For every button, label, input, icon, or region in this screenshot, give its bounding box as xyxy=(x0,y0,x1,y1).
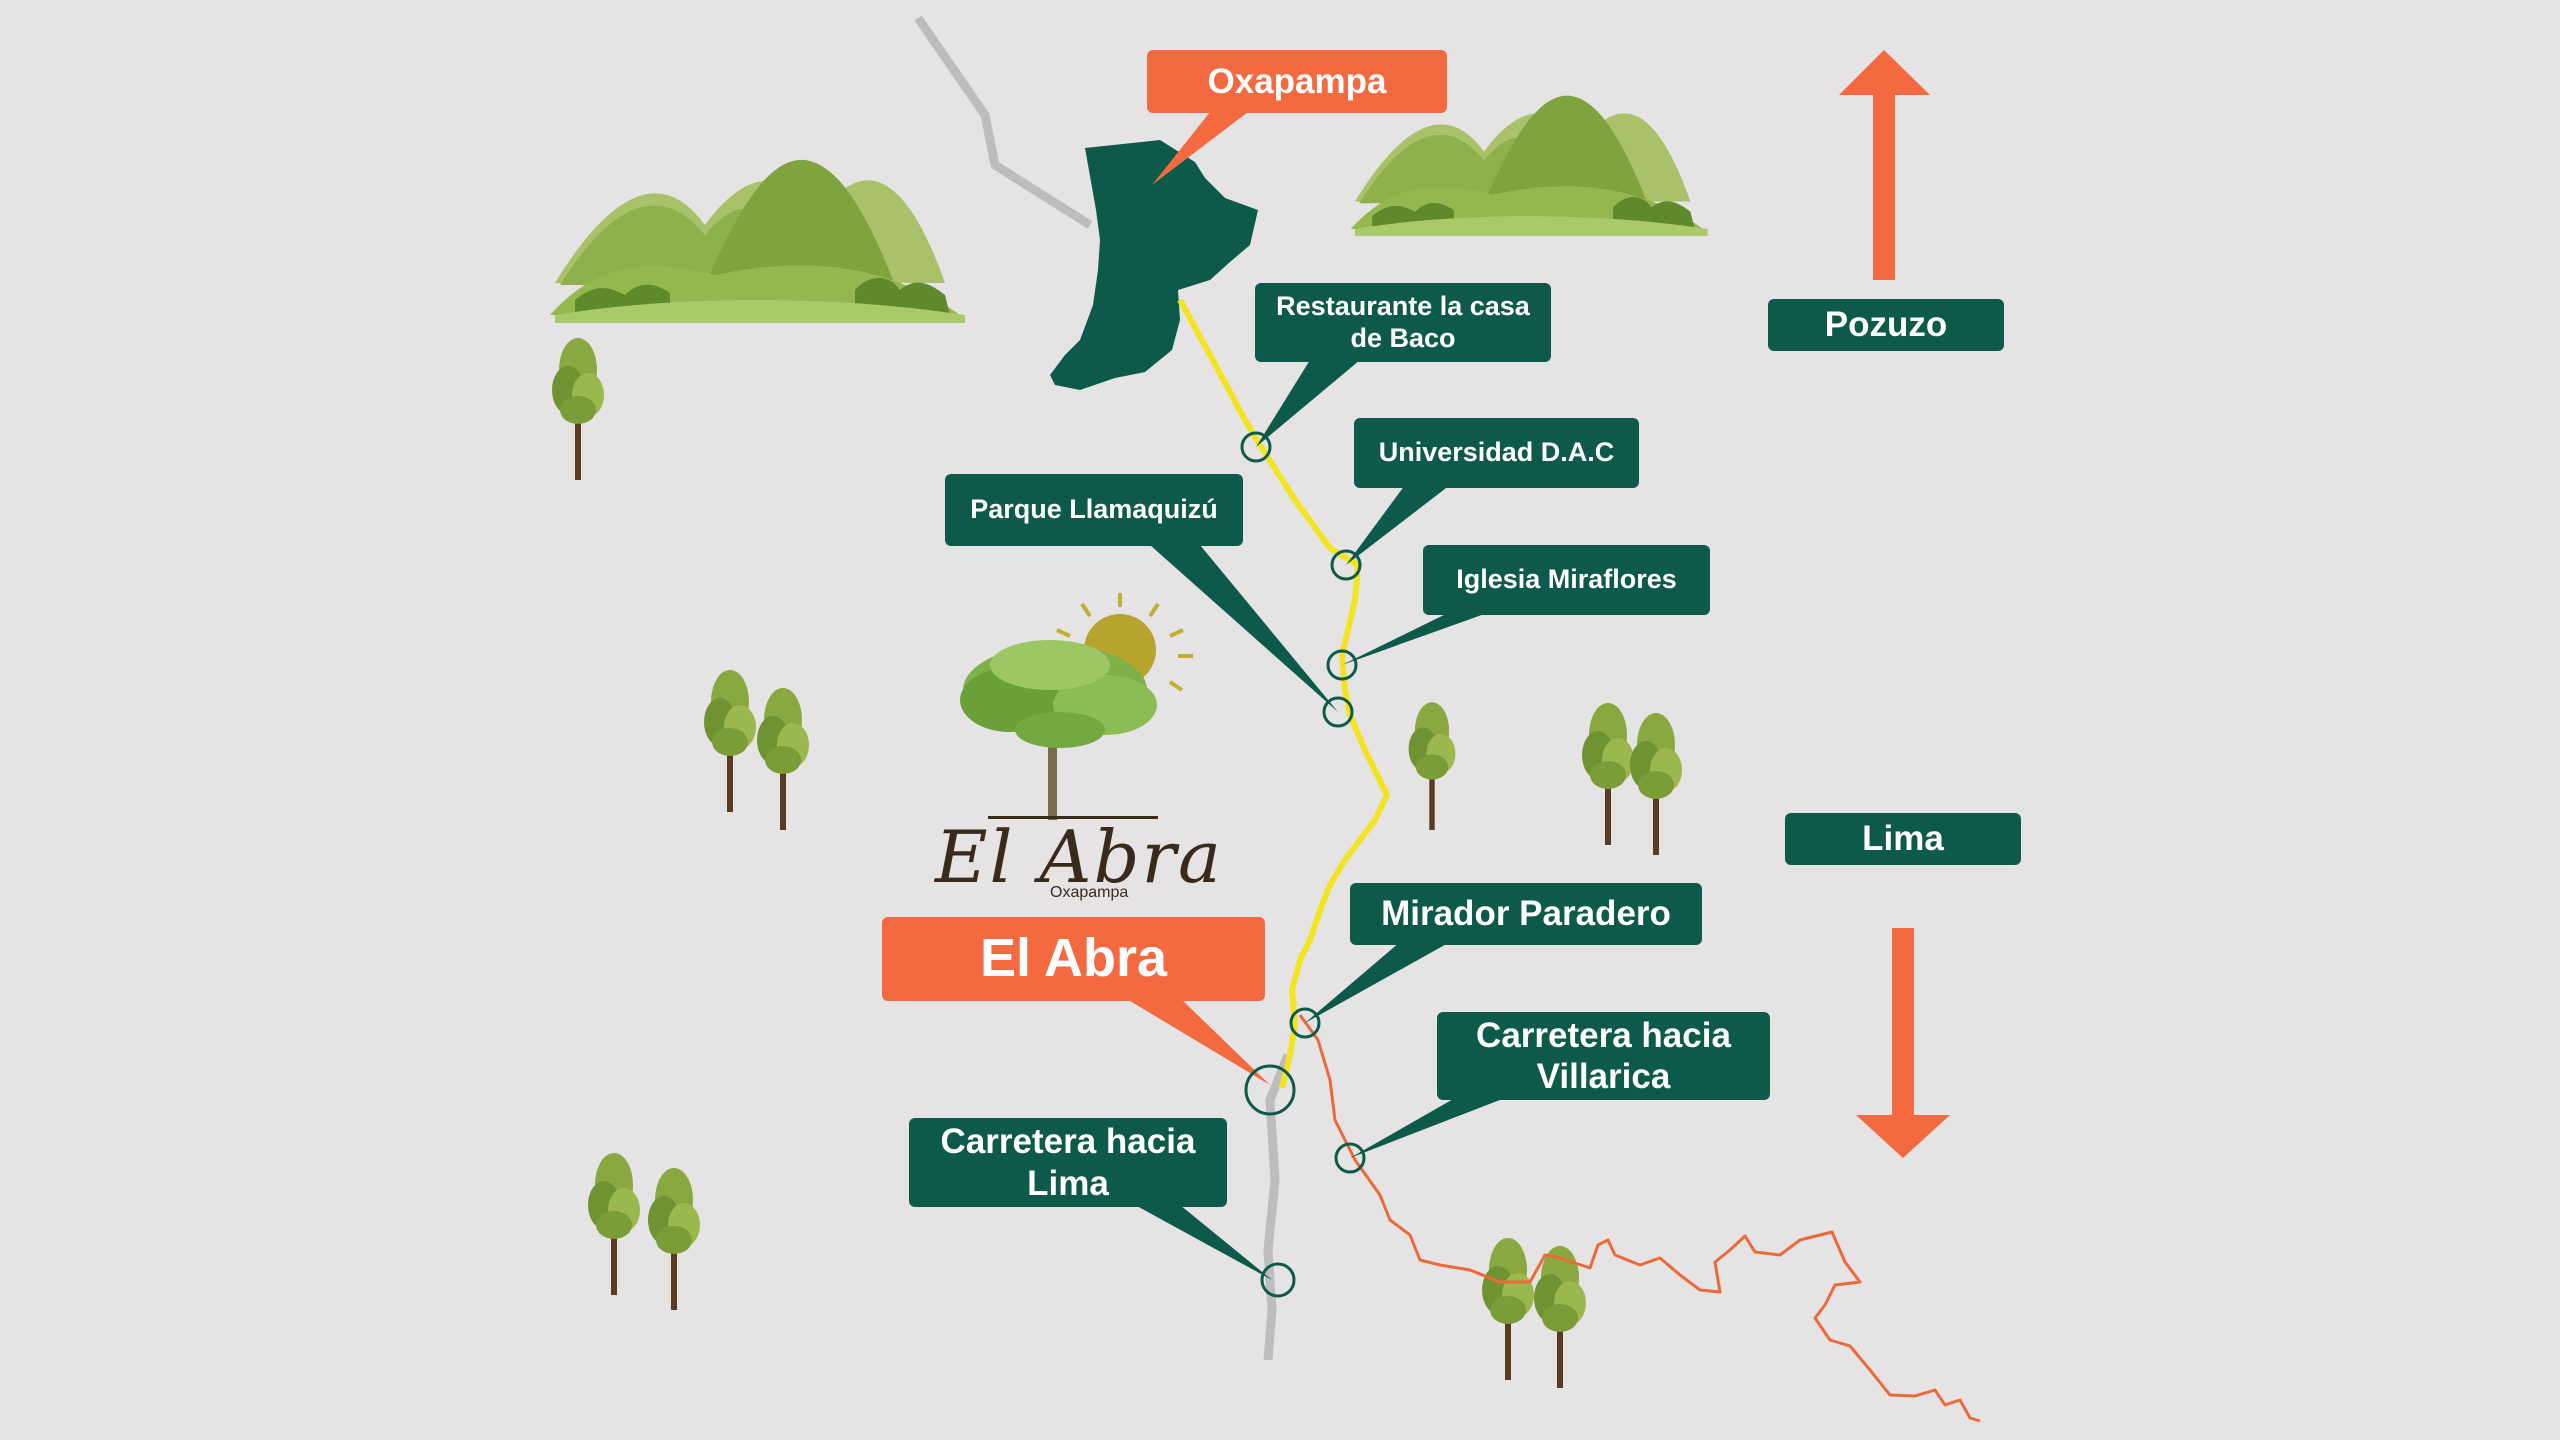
label-carretera-villarica[interactable]: Carretera hacia Villarica xyxy=(1437,1012,1770,1100)
arrow-down-icon xyxy=(1856,928,1950,1158)
tree-icon xyxy=(552,338,604,480)
location-marker-icon[interactable] xyxy=(1326,649,1358,681)
tree-icon xyxy=(704,670,809,830)
label-restaurante[interactable]: Restaurante la casa de Baco xyxy=(1255,283,1551,362)
brand-name: El Abra xyxy=(935,815,1223,899)
road-line xyxy=(1263,1053,1293,1361)
location-marker-icon[interactable] xyxy=(1334,1142,1366,1174)
brand-logo xyxy=(960,593,1193,820)
pointer-restaurante xyxy=(1256,360,1360,447)
mountain-icon xyxy=(550,159,965,323)
tree-icon xyxy=(960,640,1157,820)
label-el-abra[interactable]: El Abra xyxy=(882,917,1265,1001)
pointer-universidad xyxy=(1346,485,1450,565)
location-marker-icon[interactable] xyxy=(1244,1064,1296,1116)
label-parque[interactable]: Parque Llamaquizú xyxy=(945,474,1243,546)
brand-underline xyxy=(988,816,1158,819)
pointer-villarica xyxy=(1350,1098,1505,1158)
pointer-oxapampa xyxy=(1152,112,1248,185)
pointer-carretera-lima xyxy=(1135,1205,1272,1280)
road-line xyxy=(914,15,1093,229)
arrow-up-icon xyxy=(1839,50,1930,280)
label-lima[interactable]: Lima xyxy=(1785,813,2021,865)
location-marker-icon[interactable] xyxy=(1322,696,1354,728)
label-iglesia[interactable]: Iglesia Miraflores xyxy=(1423,545,1710,615)
label-pozuzo[interactable]: Pozuzo xyxy=(1768,299,2004,351)
oxapampa-region xyxy=(1050,140,1258,390)
mountain-icon xyxy=(1350,95,1708,236)
pointer-el-abra xyxy=(1125,998,1270,1085)
label-mirador[interactable]: Mirador Paradero xyxy=(1350,883,1702,945)
location-marker-icon[interactable] xyxy=(1260,1262,1296,1298)
brand-subtitle: Oxapampa xyxy=(1050,884,1129,901)
pointer-mirador xyxy=(1305,942,1450,1023)
tree-icon xyxy=(588,1153,700,1310)
label-carretera-lima[interactable]: Carretera hacia Lima xyxy=(909,1118,1227,1207)
route-line xyxy=(1177,298,1390,1089)
label-universidad[interactable]: Universidad D.A.C xyxy=(1354,418,1639,488)
location-marker-icon[interactable] xyxy=(1240,431,1272,463)
pointer-parque xyxy=(1150,545,1338,712)
location-marker-icon[interactable] xyxy=(1289,1007,1321,1039)
tree-icon xyxy=(1582,703,1682,855)
pointer-iglesia xyxy=(1342,612,1490,665)
label-oxapampa[interactable]: Oxapampa xyxy=(1147,50,1447,113)
location-marker-icon[interactable] xyxy=(1330,549,1362,581)
tree-icon xyxy=(1408,702,1456,830)
river-line xyxy=(1298,1014,1981,1423)
